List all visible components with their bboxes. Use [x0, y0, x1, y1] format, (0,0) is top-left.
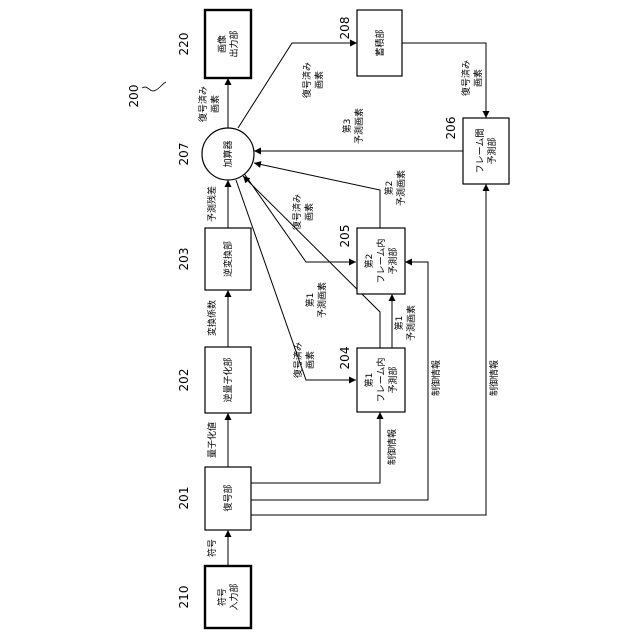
edge-control-to-intra1 — [248, 412, 380, 483]
node-inter-pred: フレーム間 予測部 206 — [444, 117, 509, 184]
label-decoded-to-storage: 画素 — [313, 71, 325, 89]
node-label: 復号部 — [222, 484, 234, 511]
label-code: 符号 — [206, 539, 218, 557]
label-third-pred: 第3 — [341, 119, 353, 134]
node-intra-pred-1: 第1 フレーム内 予測部 204 — [338, 347, 405, 412]
label-second-pred: 予測画素 — [395, 170, 407, 206]
ref-number: 207 — [177, 143, 191, 166]
label-transform-coeff: 変換係数 — [206, 300, 218, 336]
ref-number: 203 — [177, 248, 191, 271]
label-decoded-out: 画素 — [209, 95, 221, 113]
node-decoder: 復号部 201 — [177, 467, 251, 530]
edge-intra2-to-adder — [254, 163, 380, 228]
label-second-pred: 第2 — [383, 181, 395, 196]
label-decoded-to-intra2: 画素 — [303, 203, 315, 221]
label-decoded-out: 復号済み — [197, 86, 209, 122]
node-adder: 加算器 207 — [177, 128, 254, 180]
label-decoded-storage-to-inter: 復号済み — [460, 60, 472, 96]
node-label: 予測部 — [387, 247, 399, 274]
ref-number: 210 — [177, 586, 191, 609]
ref-number: 220 — [177, 33, 191, 56]
node-inverse-quantizer: 逆量子化部 202 — [177, 347, 251, 413]
ref-number: 206 — [444, 117, 458, 140]
node-intra-pred-2: 第2 フレーム内 予測部 205 — [338, 225, 405, 294]
node-label: 画像 — [216, 35, 228, 53]
node-inverse-transformer: 逆変換部 203 — [177, 228, 251, 290]
node-label: フレーム内 — [375, 358, 387, 403]
label-control-info-1: 制御情報 — [386, 429, 398, 465]
label-first-pred-b: 第1 — [393, 316, 405, 331]
label-decoded-to-intra2: 復号済み — [291, 194, 303, 230]
node-label: 入力部 — [228, 583, 240, 610]
node-label: フレーム間 — [475, 129, 486, 174]
label-first-pred-a: 予測画素 — [316, 282, 328, 318]
node-label: 蓄積部 — [374, 29, 386, 56]
ref-number: 208 — [338, 17, 352, 40]
ref-number: 201 — [177, 487, 191, 510]
figure-number: 200 — [127, 85, 141, 108]
label-decoded-to-storage: 復号済み — [301, 62, 313, 98]
edge-adder-to-storage — [238, 43, 357, 128]
node-label: 第2 — [363, 254, 375, 269]
node-label: フレーム内 — [375, 239, 387, 284]
label-first-pred-a: 第1 — [304, 293, 316, 308]
ref-number: 202 — [177, 369, 191, 392]
label-third-pred: 予測画素 — [353, 108, 365, 144]
node-label: 出力部 — [228, 30, 240, 57]
label-control-info-3: 制御情報 — [488, 360, 500, 396]
figure-ref: 200 — [127, 82, 166, 107]
node-label: 逆変換部 — [222, 241, 234, 277]
node-label: 予測部 — [486, 137, 498, 164]
label-decoded-to-intra1: 復号済み — [292, 342, 304, 378]
node-label: 逆量子化部 — [222, 357, 234, 402]
label-first-pred-b: 予測画素 — [405, 305, 417, 341]
label-control-info-2: 制御情報 — [430, 360, 442, 396]
label-decoded-storage-to-inter: 画素 — [472, 69, 484, 87]
node-label: 加算器 — [222, 140, 234, 167]
node-label: 予測部 — [387, 366, 399, 393]
ref-number: 204 — [338, 347, 352, 370]
label-quantized-value: 量子化値 — [206, 422, 218, 458]
ref-number: 205 — [338, 225, 352, 248]
label-pred-residual: 予測残差 — [206, 186, 218, 222]
node-label: 第1 — [363, 373, 375, 388]
node-code-input: 符号 入力部 210 — [177, 566, 251, 628]
node-label: 符号 — [216, 588, 228, 606]
node-image-output: 画像 出力部 220 — [177, 10, 251, 78]
label-decoded-to-intra1: 画素 — [304, 351, 316, 369]
